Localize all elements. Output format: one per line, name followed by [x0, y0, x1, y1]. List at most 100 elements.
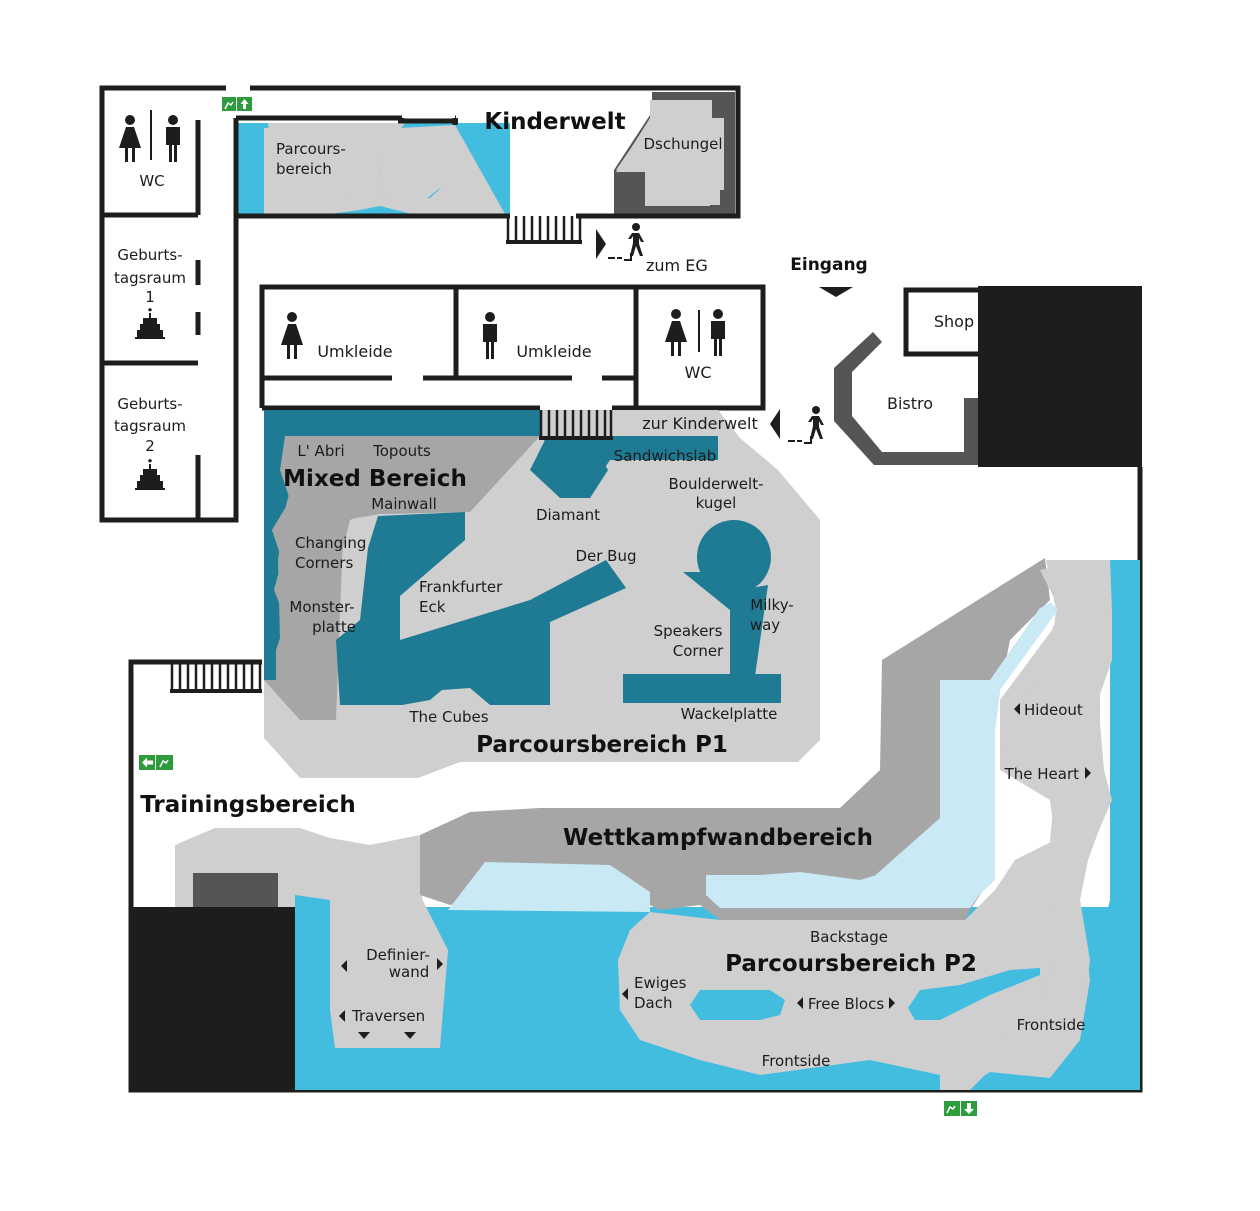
- label-geburtstagsraum1-b: tagsraum: [114, 269, 186, 287]
- label-milky-2: way: [750, 616, 780, 634]
- label-zum-eg: zum EG: [646, 256, 708, 275]
- label-der-bug: Der Bug: [575, 547, 636, 565]
- label-zur-kinderwelt: zur Kinderwelt: [642, 414, 758, 433]
- male-icon: [483, 312, 497, 359]
- male-icon: [711, 309, 725, 356]
- label-hideout: Hideout: [1024, 701, 1083, 719]
- label-traversen: Traversen: [351, 1007, 425, 1025]
- left-rooms-walls: [102, 120, 236, 523]
- stairs-walker-icon: [608, 223, 644, 261]
- wettkampf-gray: [420, 558, 1050, 920]
- wettkampf-pale-left: [448, 862, 650, 912]
- label-geburtstagsraum2-b: tagsraum: [114, 417, 186, 435]
- label-parcours-p1: Parcoursbereich P1: [476, 732, 728, 758]
- arrow-pointers: [339, 703, 1091, 1039]
- parcours-p2-gray: [618, 560, 1110, 1090]
- label-shop: Shop: [934, 312, 974, 331]
- arrow-left-icon: [142, 757, 153, 768]
- dschungel-fill: [616, 100, 720, 205]
- triangle-pointer-icon: [819, 287, 853, 297]
- cake-icon: [135, 459, 165, 490]
- stairs-middle: [539, 410, 613, 440]
- label-ewiges-1: Ewiges: [634, 974, 687, 992]
- label-mainwall: Mainwall: [371, 495, 437, 513]
- label-wc-mid: WC: [685, 363, 712, 382]
- emergency-exit-icon: [139, 755, 173, 770]
- free-blocs-left: [690, 990, 785, 1020]
- kinderwelt-parcours-left: [262, 126, 395, 214]
- label-frankfurter-2: Eck: [419, 598, 446, 616]
- label-topouts: Topouts: [372, 442, 431, 460]
- shop-walls: [903, 287, 1003, 357]
- label-sandwichslab: Sandwichslab: [614, 447, 717, 465]
- label-eingang: Eingang: [790, 255, 867, 275]
- label-speakers-1: Speakers: [654, 622, 723, 640]
- stairs-left: [170, 662, 262, 693]
- label-definier-2: wand: [389, 963, 430, 981]
- label-dschungel: Dschungel: [643, 135, 722, 153]
- male-icon: [166, 115, 180, 162]
- mixed-bereich-inner: [272, 436, 520, 720]
- label-kinderwelt: Kinderwelt: [484, 109, 625, 135]
- label-frankfurter-1: Frankfurter: [419, 578, 503, 596]
- label-wettkampf: Wettkampfwandbereich: [563, 825, 873, 851]
- label-parcours-bereich-1: Parcours-: [276, 140, 346, 158]
- label-l-abri: L' Abri: [297, 442, 344, 460]
- arrow-down-icon: [964, 1103, 974, 1114]
- label-changing-2: Corners: [295, 554, 353, 572]
- label-milky-1: Milky-: [750, 596, 793, 614]
- label-backstage: Backstage: [810, 928, 888, 946]
- wettkampf-pale-strip: [706, 602, 1052, 906]
- right-blue-column: [1090, 600, 1140, 1090]
- label-monster-2: platte: [312, 618, 356, 636]
- upper-rooms-walls: [259, 284, 766, 411]
- label-umkleide-1: Umkleide: [317, 342, 392, 361]
- label-geburtstagsraum1-c: 1: [145, 288, 155, 306]
- label-geburtstagsraum2-a: Geburts-: [117, 395, 182, 413]
- definierwand-gray: [330, 895, 448, 1048]
- triangle-pointer-icon: [596, 229, 606, 259]
- label-trainingsbereich: Trainingsbereich: [140, 792, 356, 818]
- label-the-cubes: The Cubes: [408, 708, 488, 726]
- label-boulderweltkugel-2: kugel: [696, 494, 737, 512]
- female-icon: [665, 309, 687, 356]
- female-icon: [281, 312, 303, 359]
- label-frontside-bottom: Frontside: [762, 1052, 831, 1070]
- label-bistro: Bistro: [887, 394, 933, 413]
- cake-icon: [135, 308, 165, 339]
- label-diamant: Diamant: [536, 506, 600, 524]
- label-parcours-p2: Parcoursbereich P2: [725, 951, 977, 977]
- hall-bottom-left-block: [131, 907, 295, 1090]
- milkyway-blue: [683, 572, 768, 676]
- label-the-heart: The Heart: [1004, 765, 1080, 783]
- right-wall-block: [978, 286, 1142, 467]
- label-frontside-right: Frontside: [1017, 1016, 1086, 1034]
- label-speakers-2: Corner: [673, 642, 724, 660]
- label-definier-1: Definier-: [366, 946, 430, 964]
- label-mixed-bereich: Mixed Bereich: [283, 466, 467, 492]
- label-changing-1: Changing: [295, 534, 366, 552]
- stairs-kinderwelt: [506, 216, 582, 244]
- label-geburtstagsraum2-c: 2: [145, 437, 155, 455]
- female-icon: [119, 115, 141, 162]
- label-wackelplatte: Wackelplatte: [681, 705, 778, 723]
- training-dark-block: [193, 873, 278, 907]
- mainwall-blue: [336, 512, 626, 705]
- label-geburtstagsraum1-a: Geburts-: [117, 246, 182, 264]
- label-parcours-bereich-2: bereich: [276, 160, 332, 178]
- label-boulderweltkugel-1: Boulderwelt-: [668, 475, 763, 493]
- emergency-exit-icon: [222, 97, 252, 111]
- boulderweltkugel-blue: [697, 520, 771, 594]
- emergency-exit-icon: [944, 1101, 977, 1116]
- label-umkleide-2: Umkleide: [516, 342, 591, 361]
- free-blocs-right: [908, 968, 1040, 1020]
- diamant-blue: [530, 440, 608, 498]
- label-wc-top: WC: [139, 172, 164, 190]
- hideout-pale: [995, 602, 1058, 690]
- kinderwelt-parcours-main: [378, 125, 505, 214]
- label-ewiges-2: Dach: [634, 994, 673, 1012]
- label-free-blocs: Free Blocs: [808, 995, 884, 1013]
- wackelplatte-blue: [623, 674, 781, 703]
- label-monster-1: Monster-: [289, 598, 354, 616]
